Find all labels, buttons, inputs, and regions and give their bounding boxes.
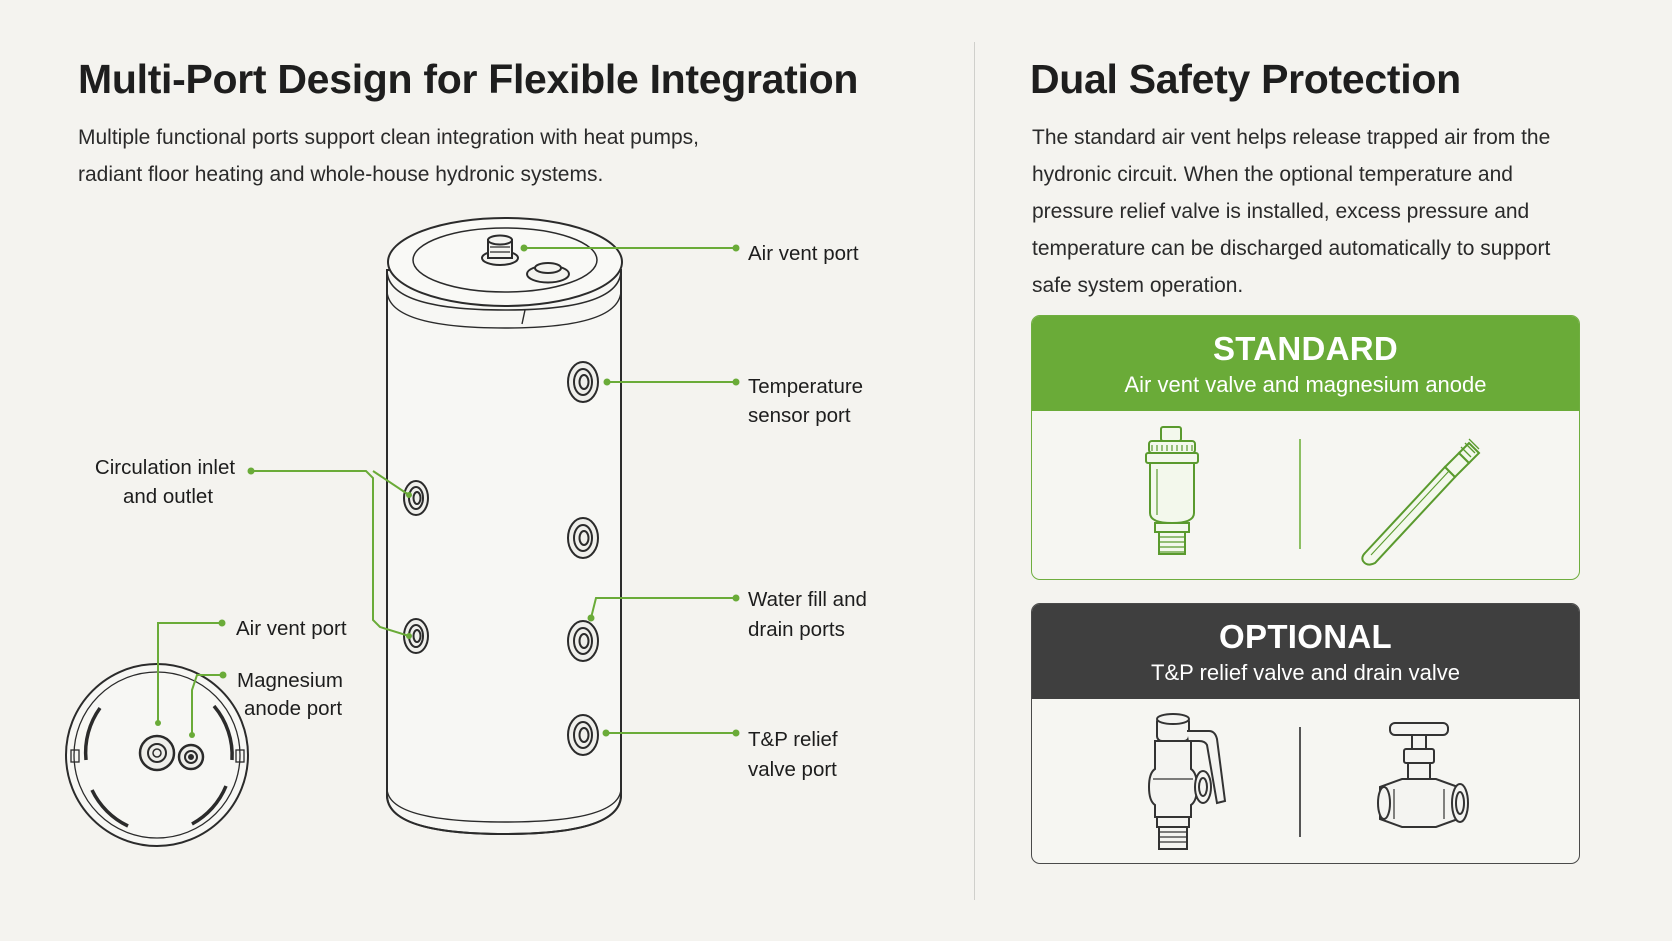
label-tp-relief-line1: T&P relief bbox=[748, 728, 838, 751]
right-description: The standard air vent helps release trap… bbox=[1032, 119, 1592, 304]
drain-valve-icon bbox=[1377, 722, 1469, 828]
right-description-line: The standard air vent helps release trap… bbox=[1032, 126, 1551, 149]
callout-lines bbox=[157, 247, 736, 735]
port-circulation-upper bbox=[403, 480, 429, 516]
top-air-vent-fitting bbox=[481, 234, 519, 266]
left-description-line: radiant floor heating and whole-house hy… bbox=[78, 163, 604, 186]
magnesium-anode-icon bbox=[1361, 438, 1481, 566]
optional-card-subtitle: T&P relief valve and drain valve bbox=[1151, 660, 1460, 685]
label-magnesium-line2: anode port bbox=[244, 697, 342, 720]
water-tank bbox=[386, 217, 623, 836]
label-magnesium-line1: Magnesium bbox=[237, 669, 343, 692]
port-water-fill-drain bbox=[567, 620, 599, 662]
right-description-line: safe system operation. bbox=[1032, 274, 1244, 297]
optional-card: OPTIONAL T&P relief valve and drain valv… bbox=[1031, 603, 1580, 864]
port-temperature-sensor bbox=[567, 361, 599, 403]
top-anode-fitting bbox=[526, 262, 570, 284]
right-description-line: hydronic circuit. When the optional temp… bbox=[1032, 163, 1513, 186]
callout-dots bbox=[155, 244, 740, 738]
tank-port-diagram: Air vent port Temperature sensor port Ci… bbox=[65, 217, 867, 847]
tp-relief-valve-icon bbox=[1147, 713, 1227, 850]
standard-card: STANDARD Air vent valve and magnesium an… bbox=[1031, 315, 1580, 580]
label-water-fill-line2: drain ports bbox=[748, 618, 845, 641]
label-circulation-line2: and outlet bbox=[123, 485, 213, 508]
port-circulation-lower bbox=[403, 618, 429, 654]
standard-card-subtitle: Air vent valve and magnesium anode bbox=[1124, 372, 1487, 397]
left-description-line: Multiple functional ports support clean … bbox=[78, 126, 700, 149]
right-description-line: pressure relief valve is installed, exce… bbox=[1032, 200, 1530, 223]
standard-card-separator bbox=[1299, 439, 1301, 549]
optional-card-title: OPTIONAL bbox=[1219, 618, 1392, 655]
label-air-vent-port: Air vent port bbox=[748, 242, 859, 265]
optional-card-header: OPTIONAL T&P relief valve and drain valv… bbox=[1032, 604, 1579, 699]
standard-card-title: STANDARD bbox=[1212, 330, 1399, 367]
right-title: Dual Safety Protection bbox=[1030, 56, 1461, 102]
right-description-line: temperature can be discharged automatica… bbox=[1032, 237, 1551, 260]
port-middle bbox=[567, 517, 599, 559]
label-temperature-sensor-line2: sensor port bbox=[748, 404, 851, 427]
label-circulation-line1: Circulation inlet bbox=[95, 456, 235, 479]
label-tp-relief-line2: valve port bbox=[748, 758, 837, 781]
optional-card-separator bbox=[1299, 727, 1301, 837]
air-vent-valve-icon bbox=[1145, 426, 1199, 555]
optional-card-body bbox=[1032, 699, 1579, 863]
label-water-fill-line1: Water fill and bbox=[748, 588, 867, 611]
port-tp-relief bbox=[567, 714, 599, 756]
column-divider bbox=[974, 42, 975, 900]
left-description: Multiple functional ports support clean … bbox=[78, 119, 778, 193]
label-temperature-sensor-line1: Temperature bbox=[748, 375, 863, 398]
left-title: Multi-Port Design for Flexible Integrati… bbox=[78, 56, 859, 102]
standard-card-body bbox=[1032, 411, 1579, 579]
label-top-air-vent-port: Air vent port bbox=[236, 617, 347, 640]
standard-card-header: STANDARD Air vent valve and magnesium an… bbox=[1032, 316, 1579, 411]
